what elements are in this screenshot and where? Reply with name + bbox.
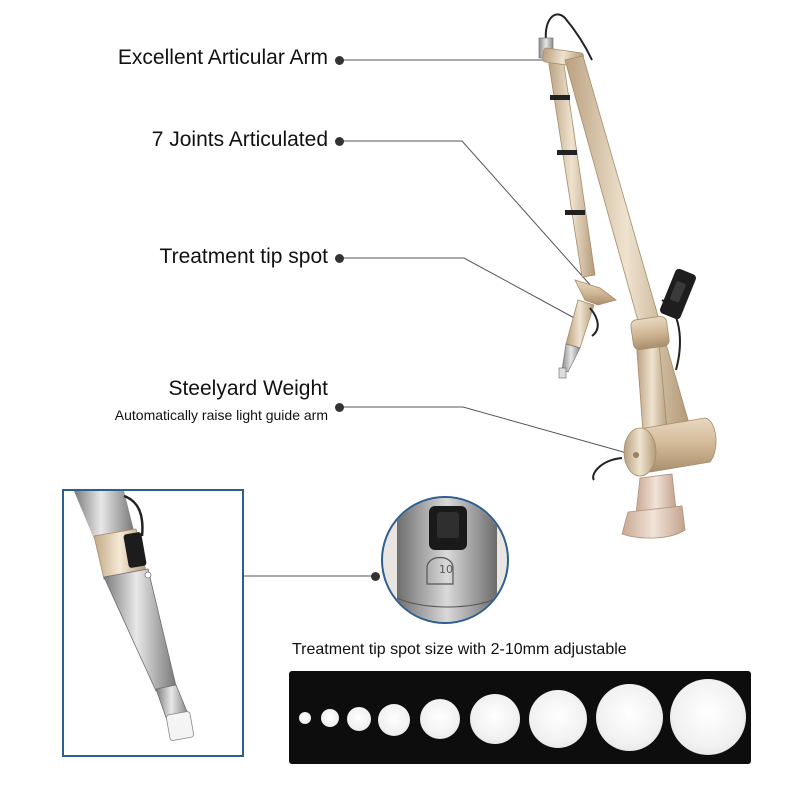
callout-dot-7-joints (335, 137, 344, 146)
spot-size-caption: Treatment tip spot size with 2-10mm adju… (292, 641, 627, 658)
handpiece-holster (660, 268, 696, 320)
spot-6 (470, 694, 520, 744)
spot-9 (670, 679, 746, 755)
callout-tip-spot: Treatment tip spot (159, 245, 328, 268)
spot-size-panel (289, 671, 751, 764)
handpiece-joint (558, 279, 617, 379)
leader-steelyard (340, 406, 635, 456)
callout-7-joints: 7 Joints Articulated (151, 128, 328, 151)
machine-base (621, 473, 686, 539)
callout-dot-tip-spot (335, 254, 344, 263)
zoom-size-number: 10 (439, 563, 453, 576)
spot-1 (299, 712, 311, 724)
spot-7 (529, 690, 587, 748)
support-column (630, 316, 670, 447)
spot-5 (420, 699, 460, 739)
callout-dot-steelyard (335, 403, 344, 412)
spot-8 (596, 684, 663, 751)
spot-2 (321, 709, 339, 727)
zoom-leader-dot (371, 572, 380, 581)
callout-steelyard-sublabel: Automatically raise light guide arm (114, 407, 328, 423)
callout-steelyard-weight: Steelyard Weight (168, 377, 328, 400)
spot-3 (347, 707, 371, 731)
zoom-detail-image (396, 498, 498, 622)
steelyard-weight (592, 417, 717, 481)
spot-4 (378, 704, 410, 736)
leader-7-joints (340, 140, 593, 288)
leader-tip-spot (340, 257, 579, 321)
callout-articular-arm: Excellent Articular Arm (117, 46, 328, 69)
handpiece-closeup-image (74, 491, 194, 741)
tip-size-zoom-circle: 10 (381, 496, 509, 624)
callout-dot-articular-arm (335, 56, 344, 65)
handpiece-closeup-frame (62, 489, 244, 757)
